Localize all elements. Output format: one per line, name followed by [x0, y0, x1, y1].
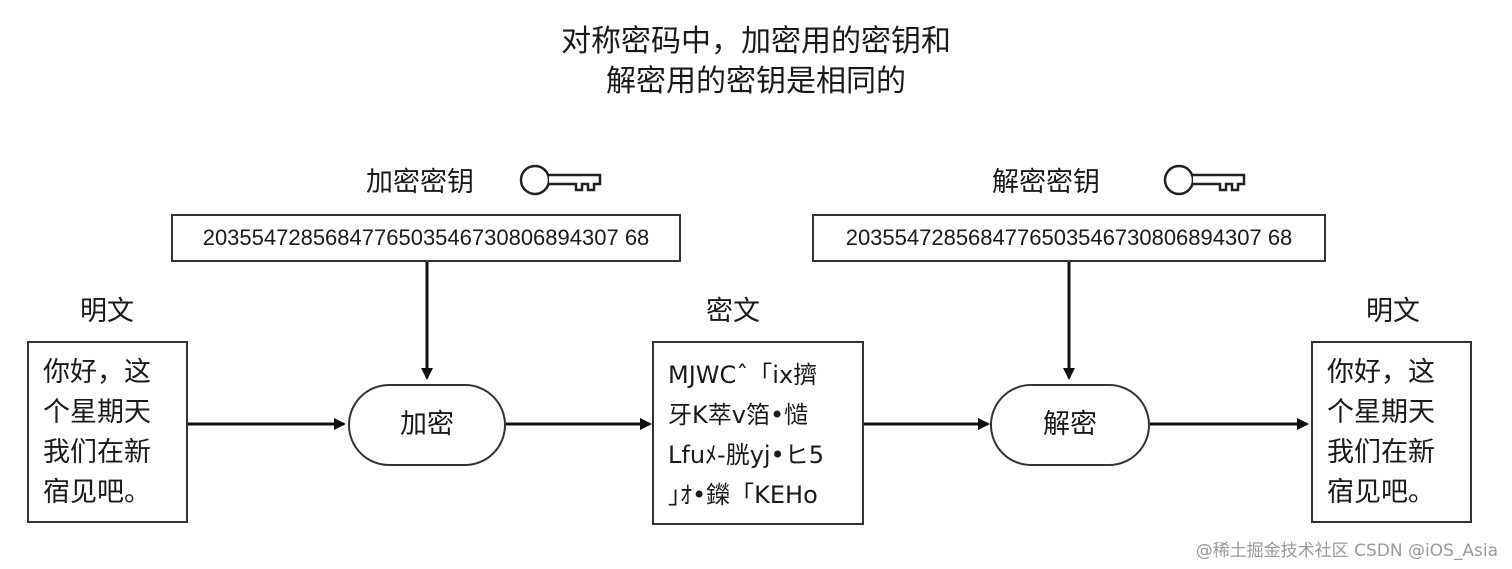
plaintext-in-line: 个星期天: [43, 397, 151, 428]
plaintext-in-line: 你好，这: [43, 357, 151, 388]
plaintext-out-box: 你好，这 个星期天 我们在新 宿见吧。: [1311, 341, 1472, 523]
plaintext-in-line: 宿见吧。: [43, 477, 151, 508]
ciphertext-line: Lfuﾒ-胱yj•ヒ5: [668, 441, 824, 469]
encrypt-step-label: 加密: [400, 409, 454, 440]
encrypt-key-label: 加密密钥: [366, 167, 474, 198]
ciphertext-line: ｣ｵ•鑅「KEHo: [668, 481, 818, 509]
plaintext-in-line: 我们在新: [43, 437, 151, 468]
ciphertext-box: MJWCˆ「ix擠 牙K萃v箔•慥 Lfuﾒ-胱yj•ヒ5 ｣ｵ•鑅「KEHo: [652, 341, 864, 525]
watermark: @稀土掘金技术社区 CSDN @iOS_Asia: [1195, 541, 1498, 561]
decrypt-key-label: 解密密钥: [992, 167, 1100, 198]
key-icon: [1163, 164, 1246, 196]
decrypt-step: 解密: [990, 384, 1150, 466]
ciphertext-line: 牙K萃v箔•慥: [668, 401, 809, 429]
title-line-1: 对称密码中，加密用的密钥和: [561, 24, 951, 59]
ciphertext-line: MJWCˆ「ix擠: [668, 361, 818, 389]
plaintext-out-line: 宿见吧。: [1327, 477, 1435, 508]
plaintext-out-line: 我们在新: [1327, 437, 1435, 468]
key-icon: [519, 164, 602, 196]
plaintext-in-box: 你好，这 个星期天 我们在新 宿见吧。: [27, 341, 188, 523]
plaintext-out-label: 明文: [1366, 296, 1420, 327]
plaintext-out-line: 个星期天: [1327, 397, 1435, 428]
ciphertext-label: 密文: [706, 296, 760, 327]
title-line-2: 解密用的密钥是相同的: [606, 64, 906, 99]
decrypt-key-value: 2035547285684776503546730806894307 68: [812, 214, 1326, 262]
decrypt-step-label: 解密: [1043, 409, 1097, 440]
encrypt-key-value: 2035547285684776503546730806894307 68: [171, 214, 681, 262]
plaintext-in-label: 明文: [80, 296, 134, 327]
encrypt-step: 加密: [348, 384, 506, 466]
plaintext-out-line: 你好，这: [1327, 357, 1435, 388]
